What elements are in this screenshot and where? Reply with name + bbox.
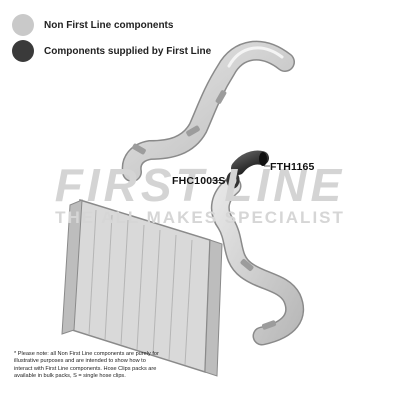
intercooler xyxy=(61,199,223,377)
supplied-clip xyxy=(226,171,240,189)
footnote: * Please note: all Non First Line compon… xyxy=(14,351,159,380)
clip-part-code: FHC1003S xyxy=(172,175,226,187)
upper-grey-hose xyxy=(121,40,295,182)
supplied-hose xyxy=(231,150,269,175)
legend-swatch-grey xyxy=(12,14,34,36)
legend-label: Non First Line components xyxy=(44,19,174,31)
legend-item-non-first-line: Non First Line components xyxy=(12,14,173,36)
legend-label: Components supplied by First Line xyxy=(44,45,212,57)
clip-leader-line xyxy=(211,179,228,182)
legend-swatch-dark xyxy=(12,40,34,62)
lower-grey-hose xyxy=(210,176,305,346)
hose-part-code: FTH1165 xyxy=(270,161,315,173)
legend-item-first-line: Components supplied by First Line xyxy=(12,40,211,62)
